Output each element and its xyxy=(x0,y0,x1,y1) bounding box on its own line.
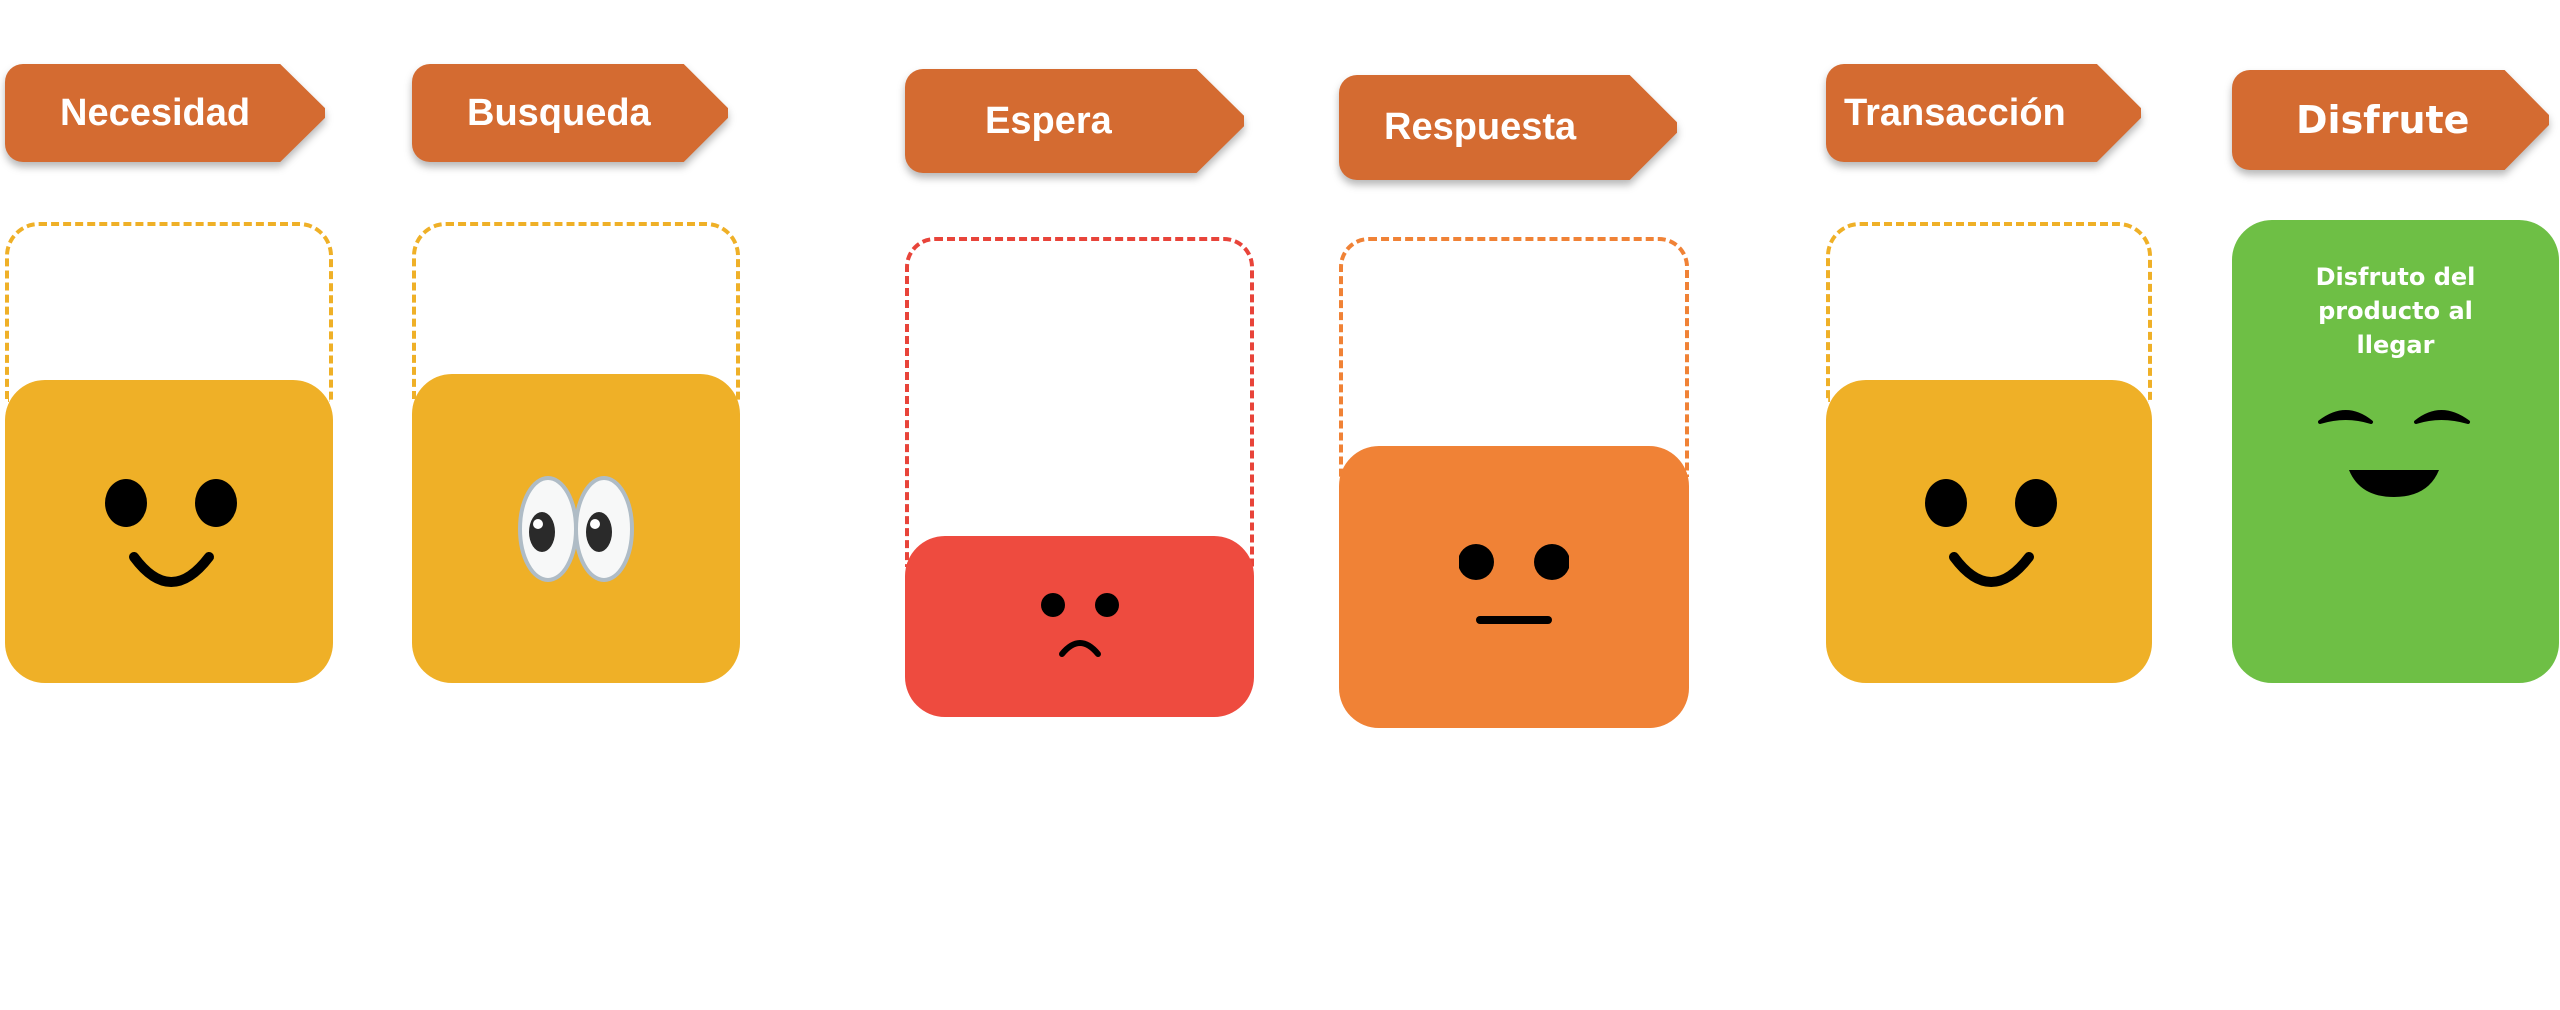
stage-label-text: Respuesta xyxy=(1339,75,1677,180)
stage-label-text: Necesidad xyxy=(5,64,325,162)
sad-face-icon xyxy=(1040,592,1119,657)
stage-label-espera: Espera xyxy=(905,69,1244,173)
emotion-card-disfrute: Disfruto del producto al llegar xyxy=(2232,220,2559,683)
emotion-level-outline xyxy=(412,222,740,402)
stage-label-transaccion: Transacción xyxy=(1826,64,2141,162)
stage-caption: Disfruto del producto al llegar xyxy=(2315,263,2476,359)
stage-label-text: Espera xyxy=(905,69,1244,173)
emotion-level-outline xyxy=(1826,222,2152,402)
stage-label-disfrute: Disfrute xyxy=(2232,70,2549,170)
emotion-card-respuesta xyxy=(1339,446,1689,728)
stage-label-text: Busqueda xyxy=(412,64,728,162)
emotion-level-outline xyxy=(1339,237,1689,477)
emotion-level-outline xyxy=(5,222,333,402)
stage-label-respuesta: Respuesta xyxy=(1339,75,1677,180)
stage-label-text: Disfrute xyxy=(2232,70,2549,170)
stage-label-necesidad: Necesidad xyxy=(5,64,325,162)
emotion-card-transaccion xyxy=(1826,380,2152,683)
emotion-level-outline xyxy=(905,237,1254,567)
stage-label-text: Transacción xyxy=(1826,64,2141,162)
emotion-card-busqueda xyxy=(412,374,740,683)
delighted-face-icon xyxy=(2317,410,2470,497)
happy-face-icon xyxy=(105,478,237,587)
eyes-icon xyxy=(518,475,634,582)
neutral-face-icon xyxy=(1459,544,1569,624)
stage-label-busqueda: Busqueda xyxy=(412,64,728,162)
emotion-card-espera xyxy=(905,536,1254,717)
happy-face-icon xyxy=(1925,478,2057,587)
emotion-card-necesidad xyxy=(5,380,333,683)
